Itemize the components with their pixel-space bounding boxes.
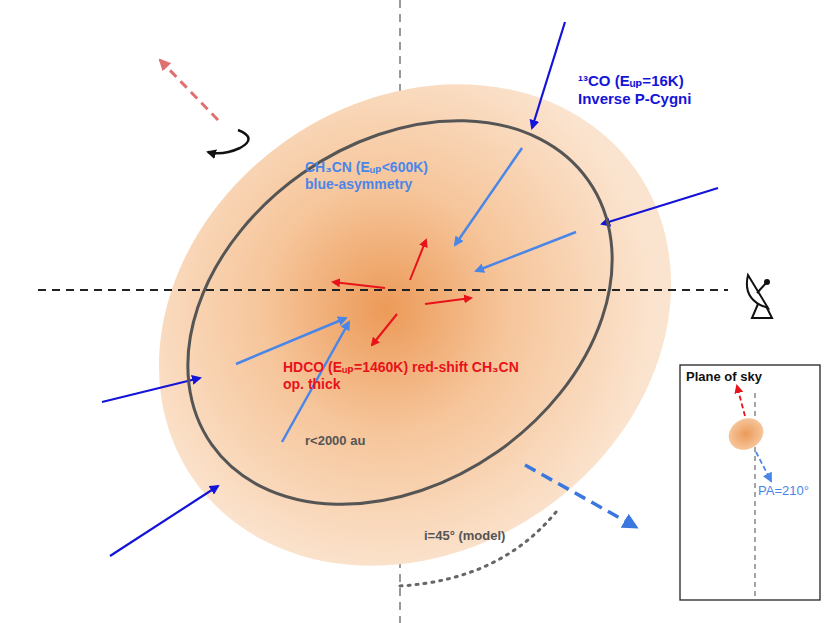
inset-title: Plane of sky [686, 369, 814, 385]
telescope-icon [747, 275, 772, 318]
tracer-label: CH₃CN (Eᵤₚ<600K) blue-asymmetry [305, 159, 455, 193]
inner-envelope: CH₃CN (Eᵤₚ<600K) blue-asymmetryHDCO (Eᵤₚ… [185, 115, 615, 510]
position-angle: PA=210° [758, 483, 818, 499]
radius-label: r<2000 au [305, 433, 415, 449]
tracer-label: HDCO (Eᵤₚ=1460K) red-shift CH₃CN op. thi… [283, 359, 523, 393]
inclination-label: i=45° (model) [424, 528, 544, 544]
tracer-label: ¹³CO (Eᵤₚ=16K) Inverse P-Cygni [578, 72, 728, 108]
plane-of-sky-inset: Plane of skyPA=210° [680, 365, 820, 600]
